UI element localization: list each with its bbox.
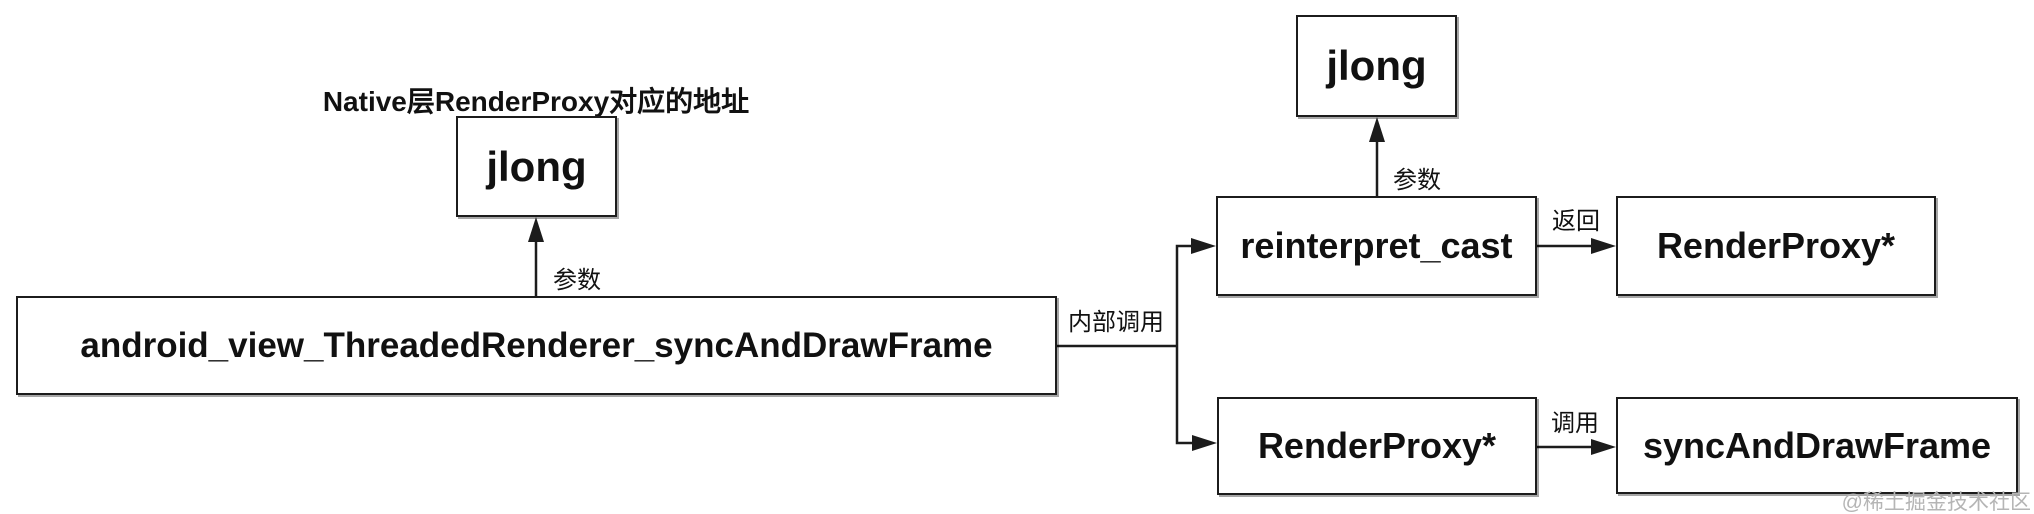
arrowhead-right-reinterpret (1191, 238, 1216, 254)
edge-main-branch-split (1175, 244, 1196, 445)
node-renderproxy-top: RenderProxy* (1616, 196, 1936, 296)
arrowhead-right-syncdraw (1591, 439, 1616, 455)
edge-label-param-left: 参数 (551, 260, 603, 295)
edge-label-return: 返回 (1550, 201, 1602, 236)
native-renderproxy-address-caption: Native层RenderProxy对应的地址 (322, 86, 750, 117)
node-syncanddrawframe: syncAndDrawFrame (1616, 397, 2018, 494)
node-jlong-left: jlong (456, 116, 617, 217)
edge-label-call: 调用 (1549, 403, 1601, 438)
node-reinterpret-cast: reinterpret_cast (1216, 196, 1537, 296)
arrowhead-right-renderproxy-bottom (1192, 435, 1217, 451)
juejin-watermark: @稀土掘金技术社区 (1841, 491, 2031, 514)
node-jlong-right: jlong (1296, 15, 1457, 117)
edge-label-param-right: 参数 (1391, 160, 1443, 195)
arrowhead-up-jlong-right (1369, 117, 1385, 142)
arrowhead-right-renderproxy-top (1591, 238, 1616, 254)
edge-label-internal-call: 内部调用 (1066, 302, 1166, 337)
node-renderproxy-bottom: RenderProxy* (1217, 397, 1537, 495)
node-android-view-threadedrenderer-syncanddrawframe: android_view_ThreadedRenderer_syncAndDra… (16, 296, 1057, 395)
arrowhead-up-jlong-left (528, 217, 544, 242)
